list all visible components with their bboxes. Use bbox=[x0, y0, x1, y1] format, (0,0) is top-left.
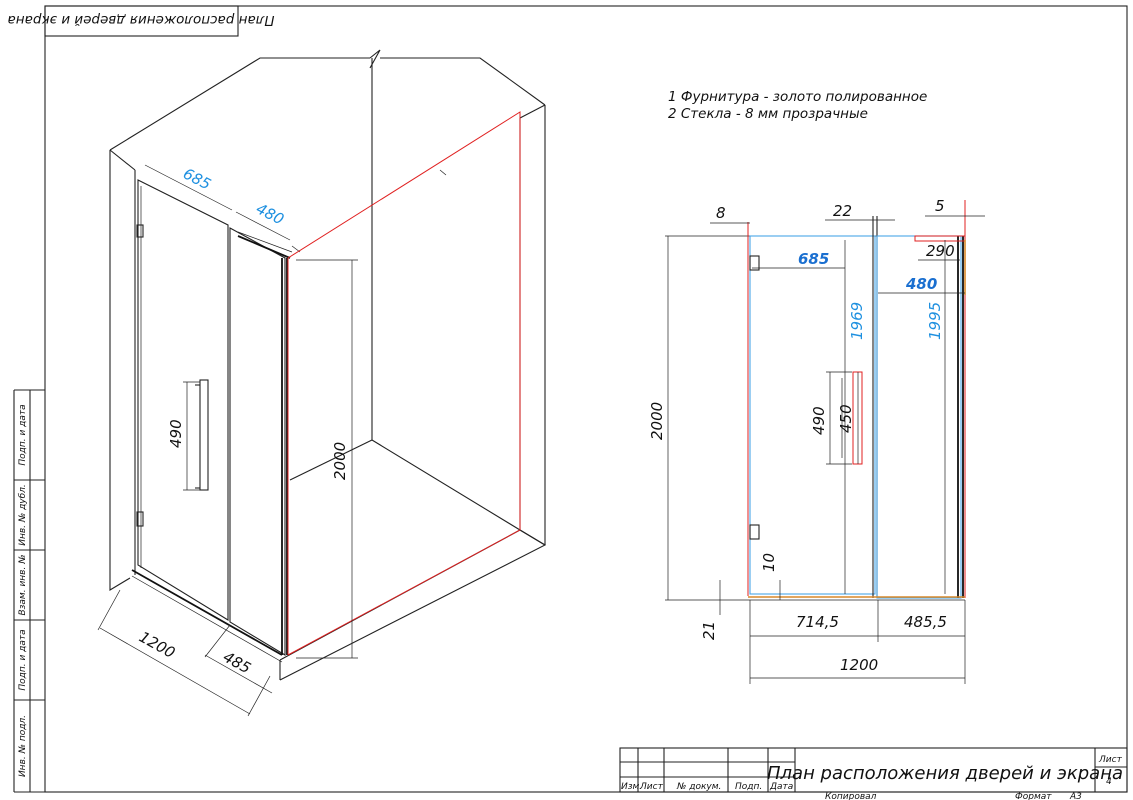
top-stamp-text: План расположения дверей и экрана bbox=[8, 12, 275, 28]
dim-714-5: 714,5 bbox=[796, 613, 839, 631]
format-label: Формат bbox=[1015, 792, 1052, 800]
tb-col-data: Дата bbox=[769, 782, 793, 792]
side-strip: Подп. и дата Инв. № дубл. Взам. инв. № П… bbox=[13, 389, 45, 793]
dim-1969: 1969 bbox=[848, 302, 866, 340]
tb-col-podp: Подп. bbox=[735, 782, 762, 792]
sheet-frame bbox=[44, 5, 1128, 793]
dim-1995: 1995 bbox=[926, 302, 944, 340]
side-label-3: Взам. инв. № bbox=[18, 554, 28, 615]
dim-22: 22 bbox=[833, 202, 852, 220]
note-2: 2 Стекла - 8 мм прозрачные bbox=[668, 106, 868, 122]
dim-21: 21 bbox=[700, 621, 718, 640]
copied-label: Копировал bbox=[825, 792, 877, 800]
title-block: Изм. Лист № докум. Подп. Дата План распо… bbox=[619, 747, 1128, 793]
dim-685: 685 bbox=[798, 250, 829, 268]
iso-dim-490: 490 bbox=[167, 419, 185, 448]
tb-col-izm: Изм. bbox=[621, 782, 642, 792]
dim-290: 290 bbox=[926, 242, 955, 260]
dim-2000: 2000 bbox=[648, 402, 666, 440]
format-value: А3 bbox=[1069, 792, 1082, 800]
iso-dim-2000: 2000 bbox=[331, 442, 349, 480]
dim-480: 480 bbox=[905, 275, 937, 293]
front-view: 8 22 5 290 685 480 1969 1995 2000 490 45… bbox=[648, 197, 985, 684]
side-label-1: Подп. и дата bbox=[18, 404, 28, 465]
note-1: 1 Фурнитура - золото полированное bbox=[668, 89, 927, 105]
iso-dim-480: 480 bbox=[253, 200, 287, 229]
iso-dim-685: 685 bbox=[180, 165, 214, 194]
side-label-5: Инв. № подл. bbox=[18, 715, 28, 777]
dim-1200: 1200 bbox=[840, 656, 878, 674]
dim-10: 10 bbox=[760, 553, 778, 572]
dim-485-5: 485,5 bbox=[904, 613, 947, 631]
dim-450: 450 bbox=[837, 404, 855, 433]
tb-col-list: Лист bbox=[639, 782, 664, 792]
sheet-label: Лист bbox=[1098, 755, 1123, 765]
top-stamp: План расположения дверей и экрана bbox=[8, 5, 275, 37]
dim-8: 8 bbox=[716, 204, 726, 222]
side-label-4: Подп. и дата bbox=[18, 629, 28, 690]
dim-5: 5 bbox=[935, 197, 945, 215]
tb-col-doc: № докум. bbox=[676, 782, 721, 792]
iso-dim-1200: 1200 bbox=[136, 628, 178, 662]
sheet-number: 4 bbox=[1106, 777, 1112, 787]
drawing-title: План расположения дверей и экрана bbox=[767, 763, 1123, 784]
side-label-2: Инв. № дубл. bbox=[18, 484, 28, 546]
dim-490: 490 bbox=[810, 406, 828, 435]
iso-view: 685 480 490 2000 1200 485 bbox=[97, 49, 547, 717]
